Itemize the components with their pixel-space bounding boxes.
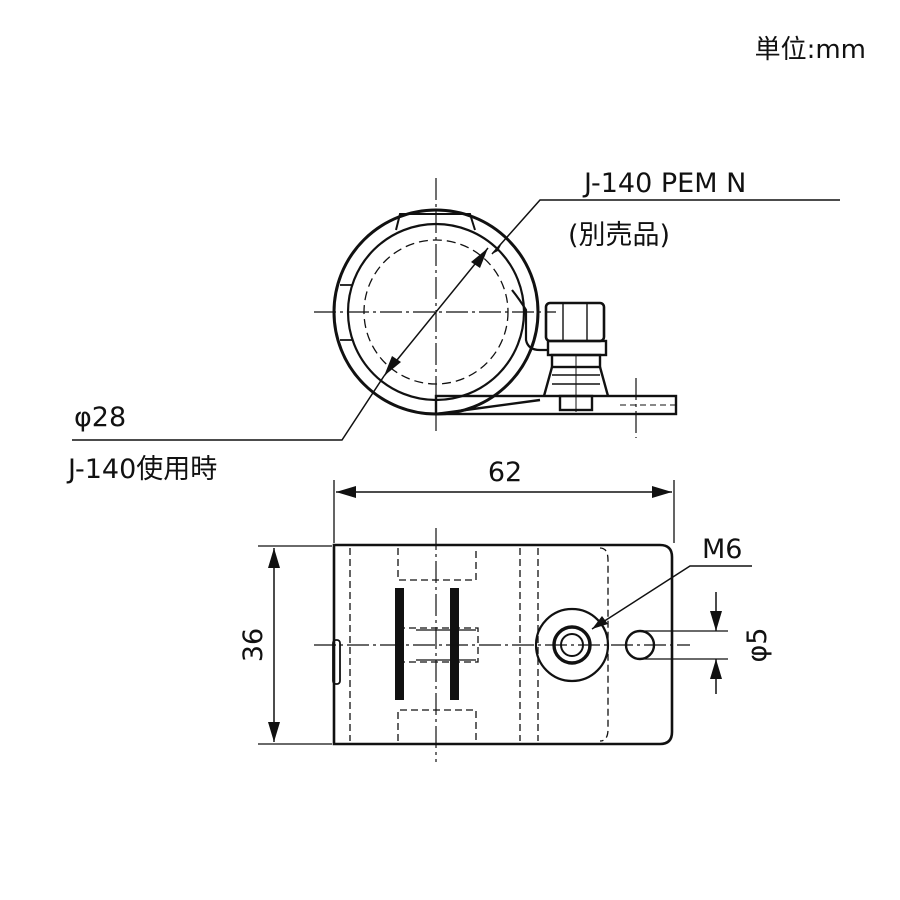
bolt-leader-arrow bbox=[592, 616, 608, 629]
part-leader bbox=[491, 199, 840, 255]
bolt-leader bbox=[591, 565, 752, 630]
unit-label: 単位:mm bbox=[755, 35, 866, 65]
slot-left bbox=[395, 588, 404, 700]
side-view-centerlines bbox=[314, 178, 637, 438]
part-leader-arrow bbox=[492, 241, 503, 254]
clamp-left-notch bbox=[340, 284, 352, 341]
clamp-right-lip bbox=[511, 289, 548, 352]
ring-to-flange bbox=[435, 398, 541, 416]
clamp-top-notch bbox=[395, 213, 476, 231]
nut-boss bbox=[534, 607, 610, 683]
width-label: 62 bbox=[488, 457, 522, 488]
plate-outline bbox=[332, 543, 674, 746]
top-view-centerlines bbox=[314, 528, 690, 762]
edge-bump bbox=[332, 639, 341, 685]
side-view: J-140 PEM N (別売品) φ28 J-140使用時 bbox=[66, 168, 840, 485]
slot-right bbox=[450, 588, 459, 700]
diameter-dimension-line bbox=[383, 247, 489, 377]
hole-dimension: φ5 bbox=[640, 592, 773, 694]
nut-bolt-assembly bbox=[542, 301, 610, 412]
diameter-leader bbox=[72, 375, 385, 441]
diameter-arrow-top bbox=[471, 248, 488, 268]
diameter-arrow-bottom bbox=[384, 356, 401, 376]
height-dimension: 36 bbox=[238, 545, 332, 745]
width-dimension: 62 bbox=[333, 457, 675, 543]
top-view: M6 bbox=[314, 528, 752, 762]
part-note-label: (別売品) bbox=[568, 220, 670, 251]
hole-label: φ5 bbox=[742, 628, 773, 663]
diameter-label: φ28 bbox=[74, 402, 126, 433]
part-number-label: J-140 PEM N bbox=[582, 168, 746, 199]
height-label: 36 bbox=[238, 628, 269, 662]
bolt-label: M6 bbox=[702, 534, 742, 565]
diameter-note-label: J-140使用時 bbox=[66, 454, 217, 485]
pipe-circle bbox=[363, 239, 509, 385]
